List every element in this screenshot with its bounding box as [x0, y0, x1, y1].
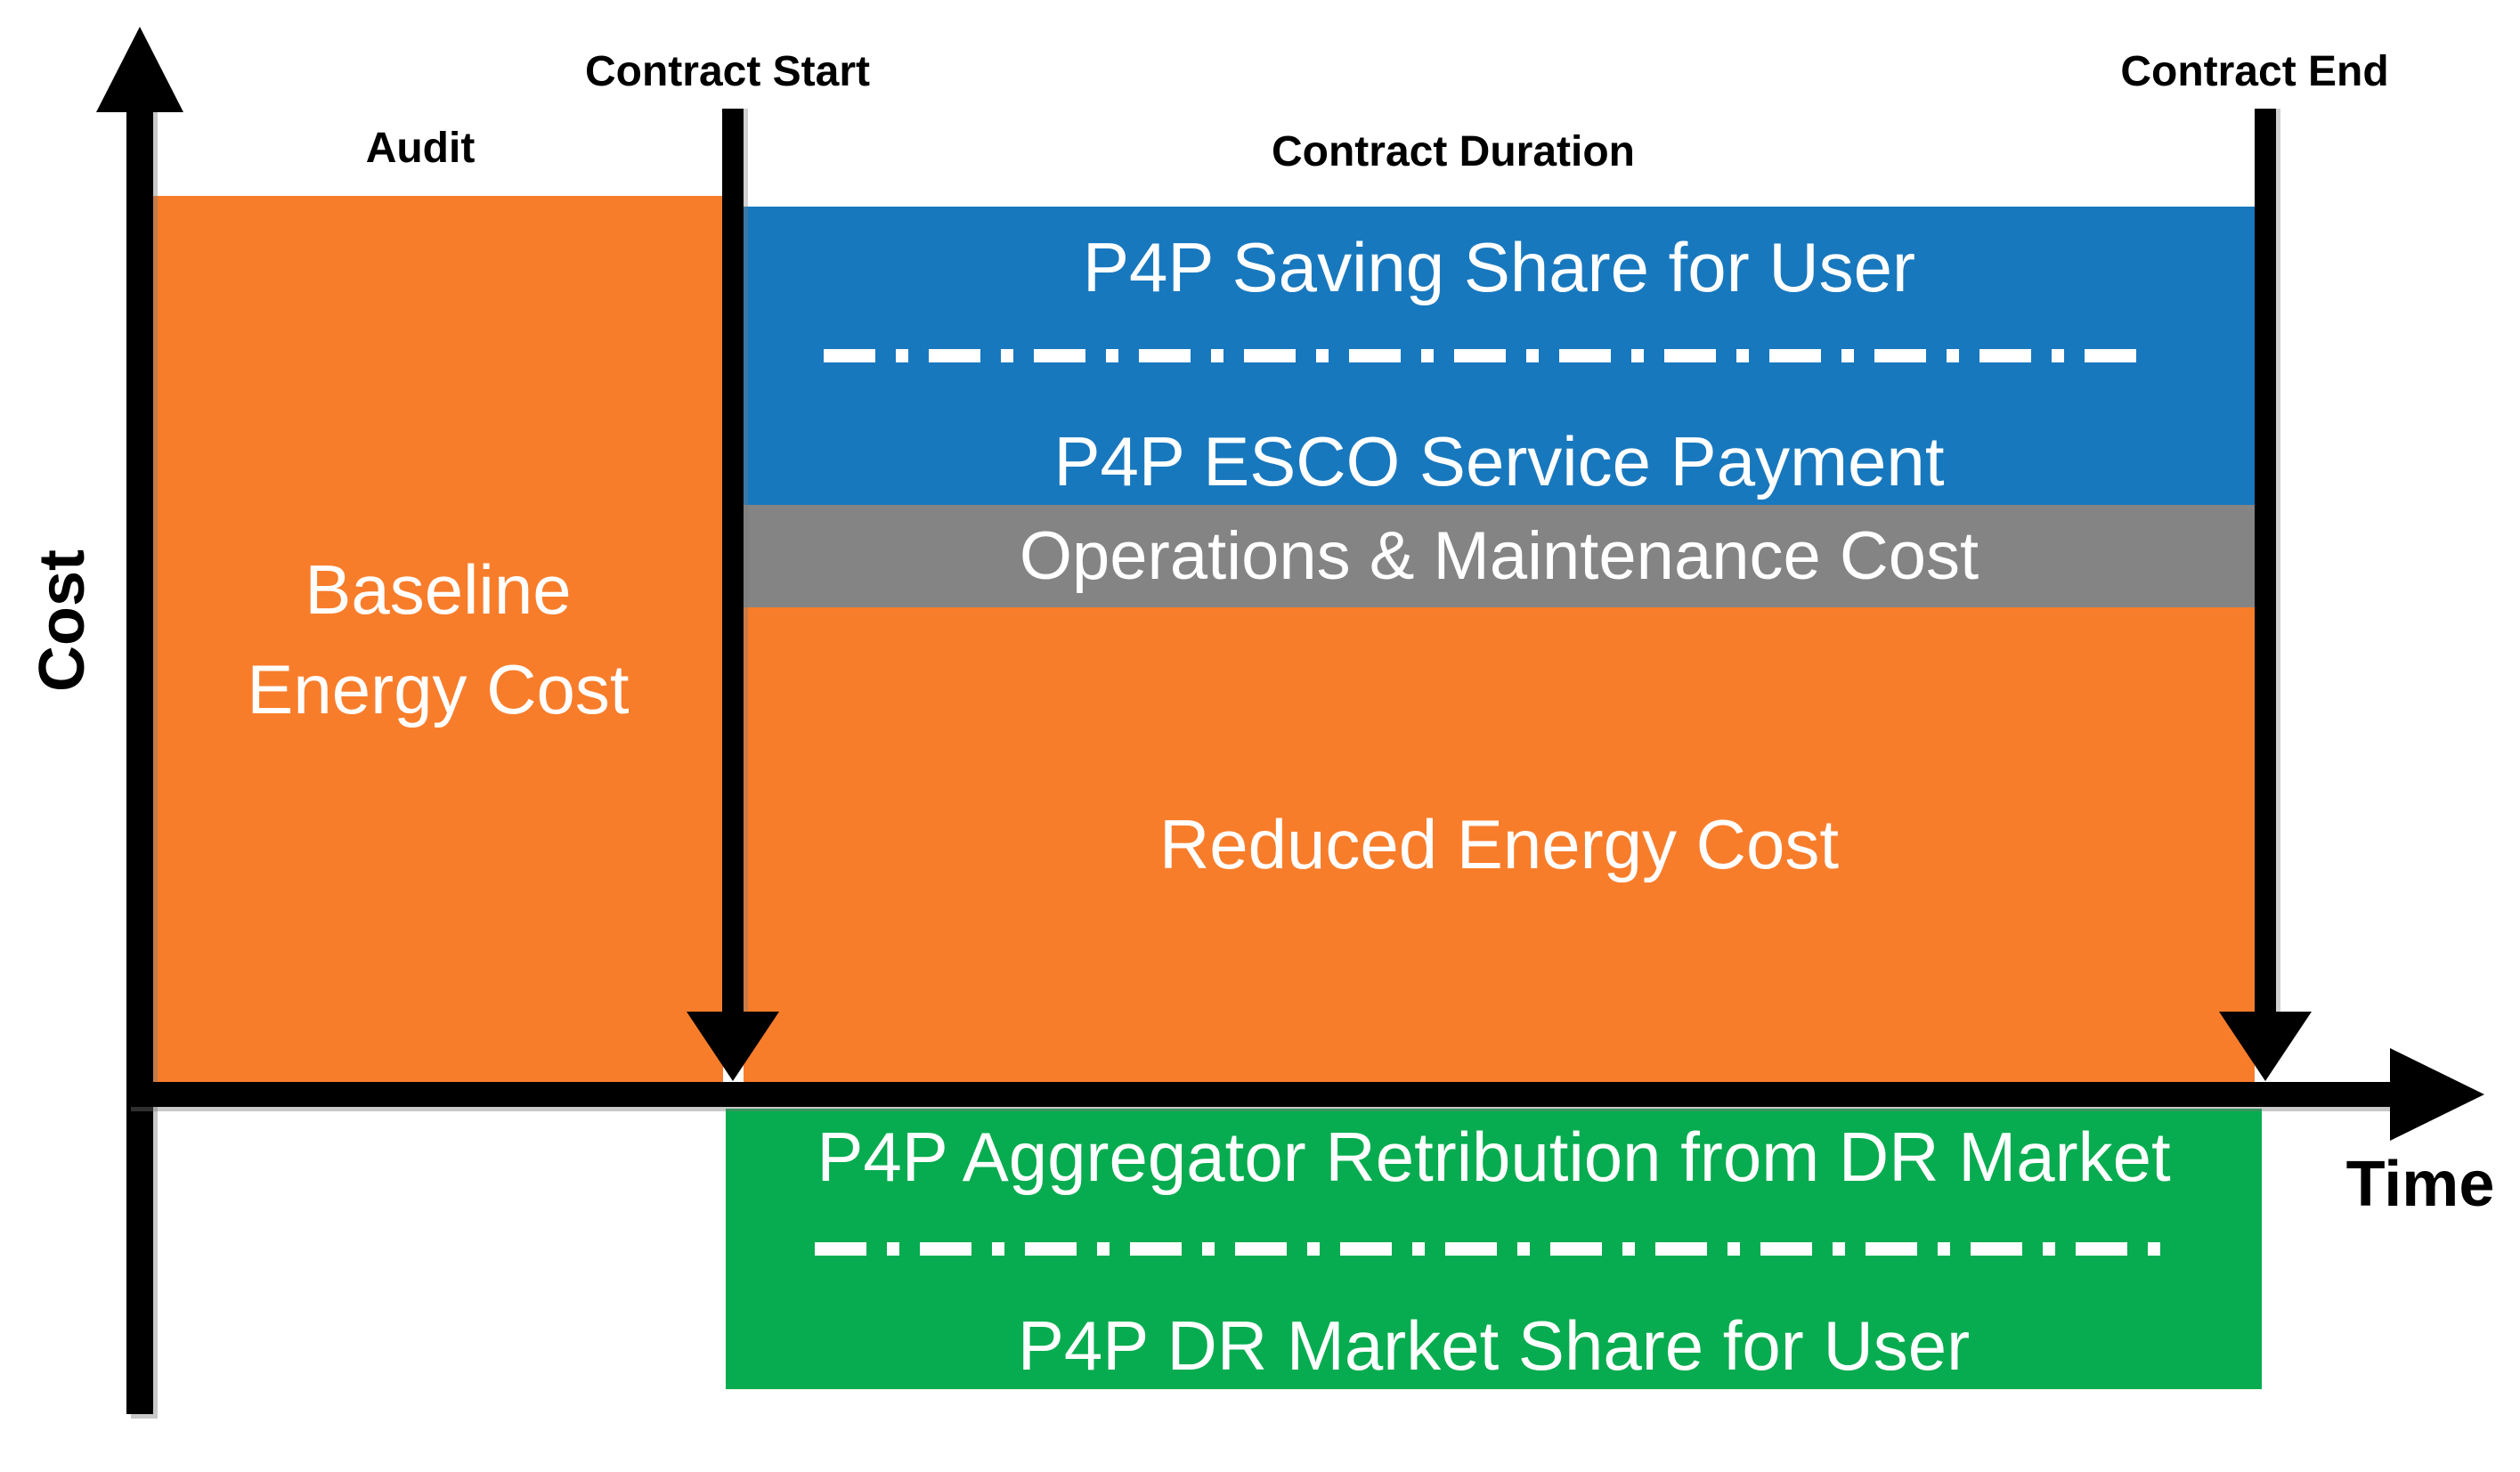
baseline-label-line2: Energy Cost: [247, 649, 630, 728]
aggregator-retribution-label: P4P Aggregator Retribution from DR Marke…: [817, 1118, 2171, 1196]
baseline-label-line1: Baseline: [305, 549, 572, 629]
esco-payment-label: P4P ESCO Service Payment: [1053, 422, 1945, 500]
om-cost-label: Operations & Maintenance Cost: [1019, 518, 1979, 594]
x-axis-label: Time: [2345, 1149, 2495, 1220]
dr-market-region: P4P Aggregator Retribution from DR Marke…: [726, 1109, 2262, 1389]
contract-duration-label: Contract Duration: [1272, 128, 1635, 175]
contract-start-line: [722, 109, 744, 1013]
audit-label: Audit: [365, 125, 476, 172]
y-axis-label: Cost: [27, 549, 98, 692]
om-cost-region: Operations & Maintenance Cost: [744, 505, 2255, 607]
contract-start-label: Contract Start: [584, 48, 871, 95]
y-axis-line: [126, 105, 153, 1414]
contract-end-label: Contract End: [2120, 48, 2389, 95]
saving-share-label: P4P Saving Share for User: [1082, 228, 1916, 306]
dr-market-share-label: P4P DR Market Share for User: [1017, 1306, 1971, 1385]
baseline-energy-cost-region: Baseline Energy Cost: [153, 196, 723, 1082]
dash-dot-divider: [815, 1242, 2177, 1256]
x-axis-arrowhead-icon: [2390, 1048, 2484, 1141]
y-axis-arrowhead-icon: [96, 27, 183, 112]
contract-end-arrowhead-icon: [2219, 1012, 2312, 1081]
x-axis-line: [126, 1082, 2394, 1107]
p4p-saving-region: P4P Saving Share for User P4P ESCO Servi…: [744, 207, 2255, 505]
contract-end-line: [2255, 109, 2276, 1013]
reduced-energy-cost-region: Reduced Energy Cost: [744, 607, 2255, 1082]
reduced-energy-label: Reduced Energy Cost: [1158, 805, 1840, 883]
contract-start-arrowhead-icon: [687, 1012, 779, 1081]
dash-dot-divider: [824, 349, 2150, 362]
